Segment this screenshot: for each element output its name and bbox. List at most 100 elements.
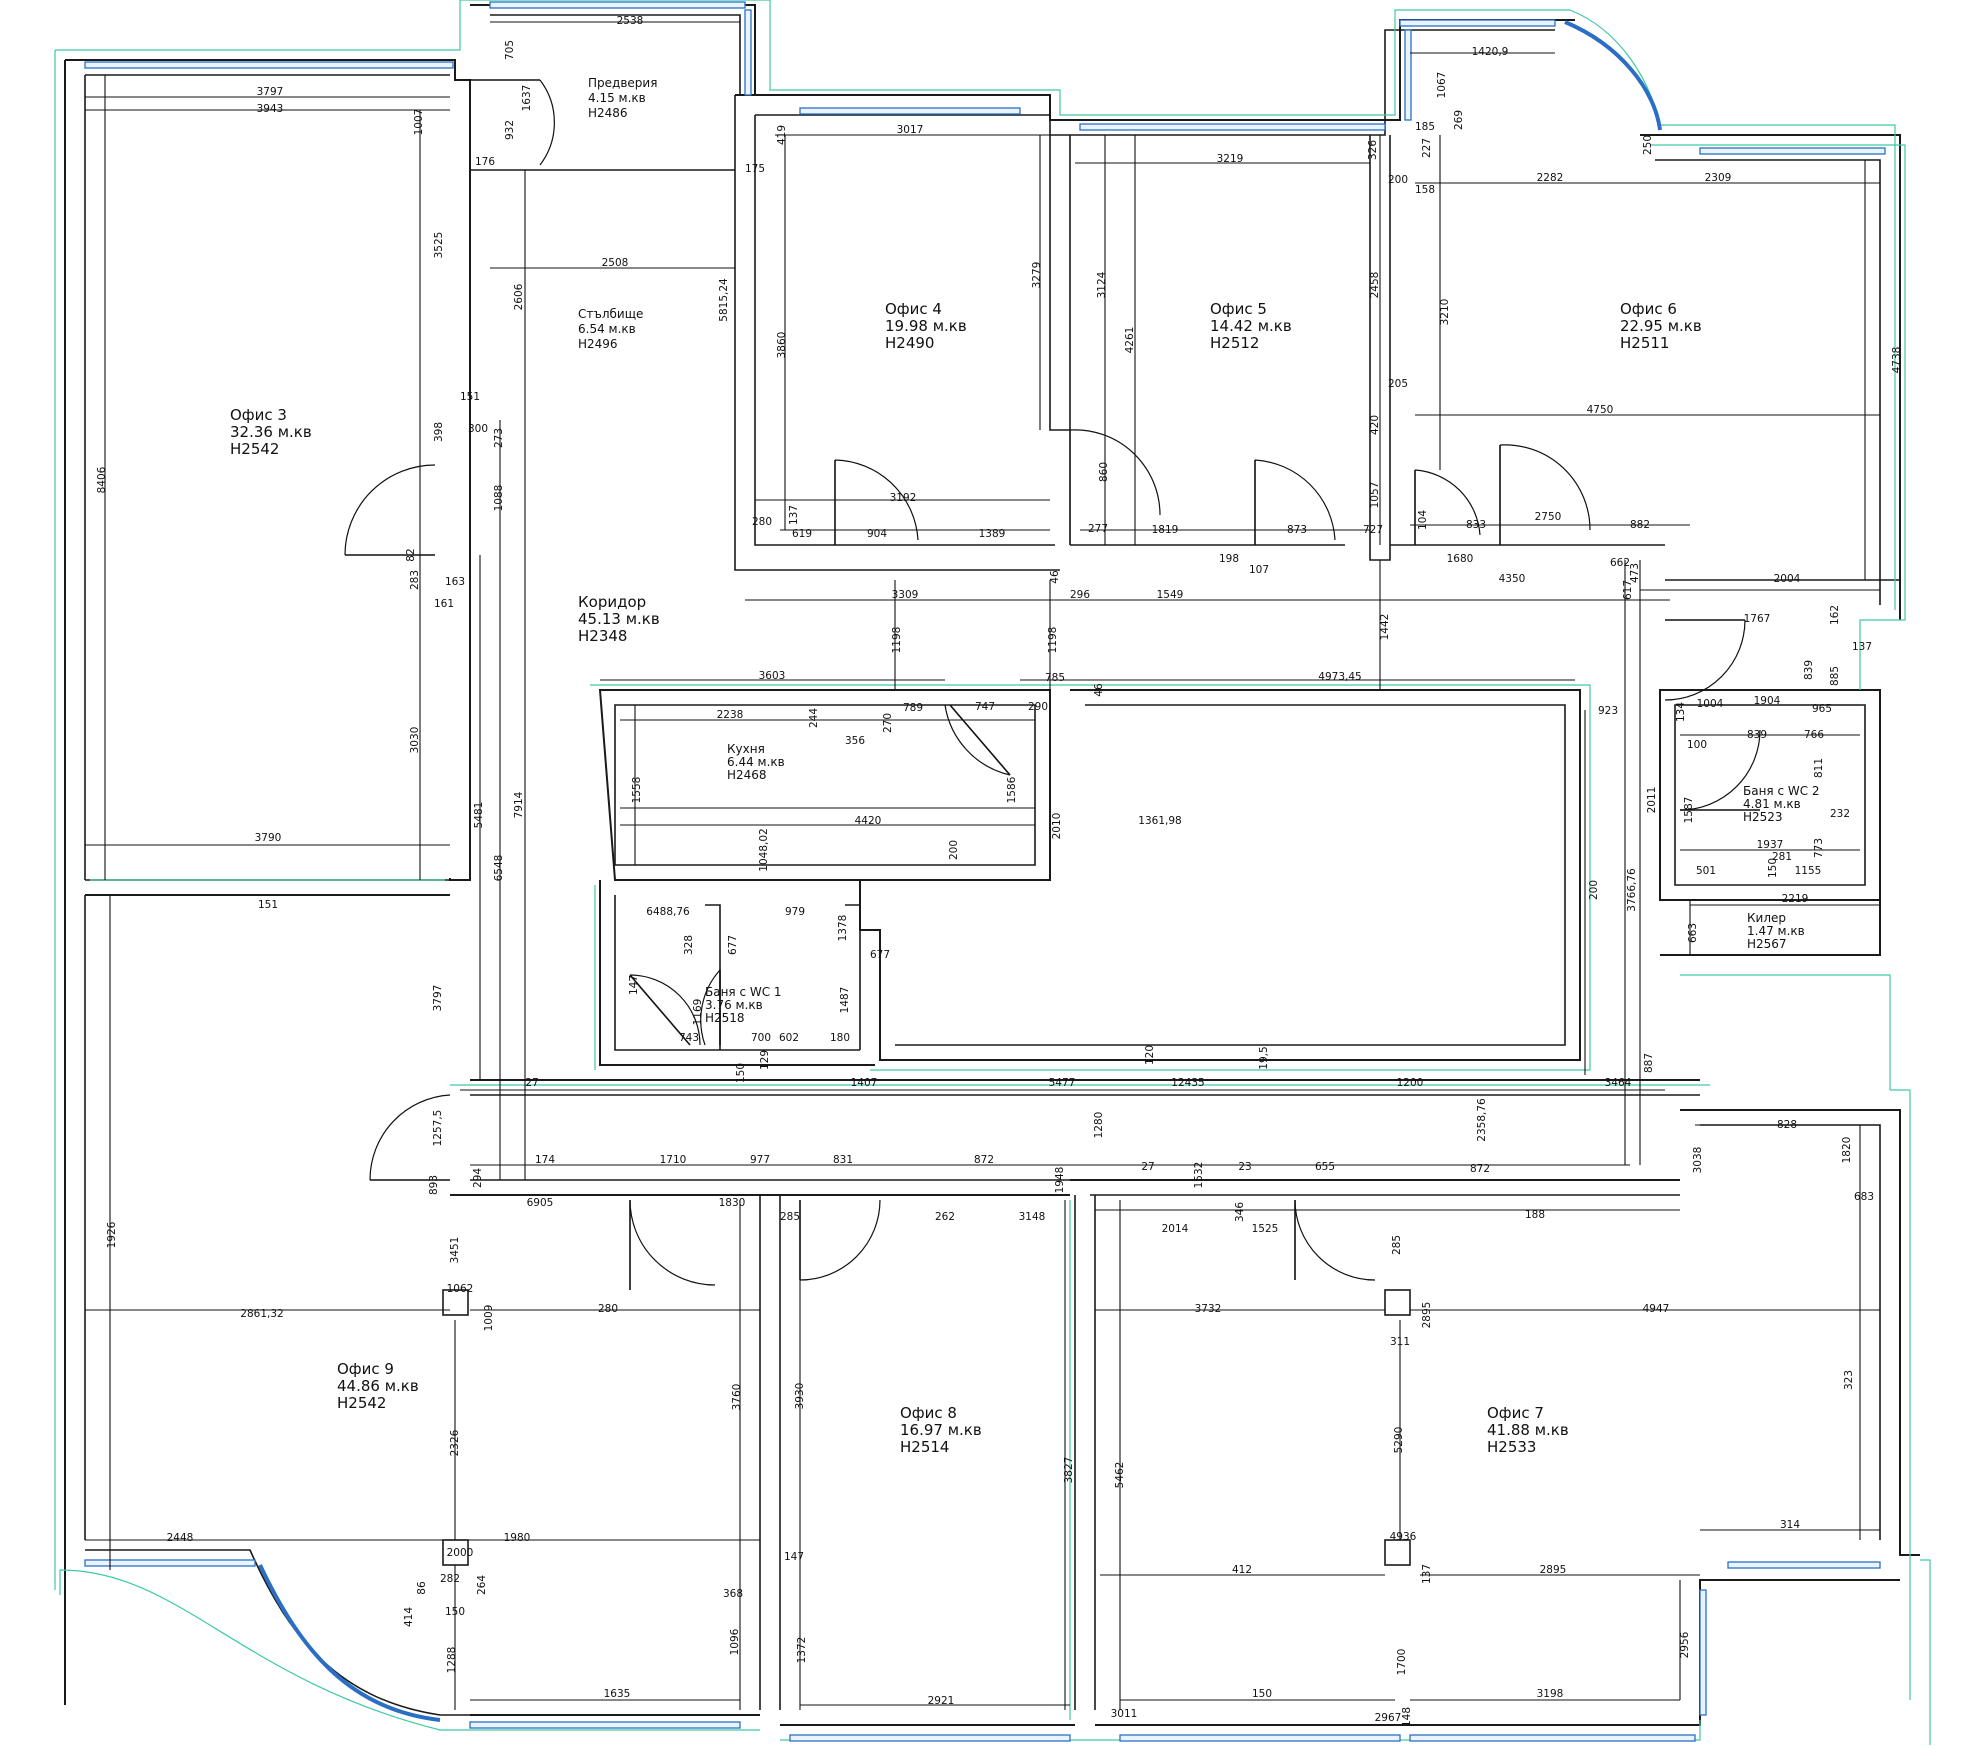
room-height: Н2533 (1487, 1438, 1536, 1456)
dimension-label: 2000 (447, 1547, 474, 1559)
dimension-label: 227 (1421, 138, 1433, 158)
room-area: 6.54 м.кв (578, 322, 636, 336)
dimension-label: 1587 (1683, 797, 1695, 824)
dimension-label: 727 (1363, 524, 1383, 536)
dimension-label: 8406 (96, 466, 108, 493)
room-stalbishte: Стълбище 6.54 м.кв Н2496 (578, 307, 643, 351)
room-name: Офис 6 (1620, 300, 1677, 318)
dimension-label: 419 (776, 125, 788, 145)
room-area: 41.88 м.кв (1487, 1421, 1569, 1439)
dimension-label: 1525 (1252, 1223, 1279, 1235)
dimension-label: 27 (525, 1077, 538, 1089)
dimension-label: 2538 (617, 15, 644, 27)
dimension-label: 831 (833, 1154, 853, 1166)
dimension-label: 747 (975, 701, 995, 713)
dimension-label: 420 (1369, 415, 1381, 435)
dimension-label: 1009 (483, 1305, 495, 1332)
dimension-label: 6488,76 (646, 906, 690, 918)
dimension-label: 965 (1812, 703, 1832, 715)
dimension-label: 833 (1466, 519, 1486, 531)
dimension-label: 283 (409, 570, 421, 590)
dimension-label: 5477 (1049, 1077, 1076, 1089)
dimension-label: 785 (1045, 672, 1065, 684)
dimension-label: 677 (727, 935, 739, 955)
dimension-label: 2282 (1537, 172, 1564, 184)
dimension-label: 3827 (1063, 1457, 1075, 1484)
room-name: Стълбище (578, 307, 643, 321)
room-name: Баня с WC 2 (1743, 784, 1820, 798)
dimension-label: 270 (882, 713, 894, 733)
dimension-label: 280 (598, 1303, 618, 1315)
dimension-label: 2238 (717, 709, 744, 721)
dimension-label: 1830 (719, 1197, 746, 1209)
dimension-label: 2921 (928, 1695, 955, 1707)
dimension-label: 158 (1415, 184, 1435, 196)
dimension-label: 1198 (891, 627, 903, 654)
dimension-label: 150 (1767, 858, 1779, 878)
finish-lines (54, 0, 1931, 1745)
dimension-label: 1487 (839, 987, 851, 1014)
dimension-label: 977 (750, 1154, 770, 1166)
dimension-label: 1169 (692, 999, 704, 1026)
dimension-label: 150 (1252, 1688, 1272, 1700)
dimension-label: 887 (1643, 1053, 1655, 1073)
dimension-label: 3760 (731, 1384, 743, 1411)
dimension-label: 1389 (979, 528, 1006, 540)
dimension-label: 5462 (1114, 1462, 1126, 1489)
room-height: Н2468 (727, 768, 767, 782)
dimension-label: 2326 (449, 1429, 461, 1456)
dimension-label: 5815,24 (718, 278, 730, 322)
room-height: Н2518 (705, 1011, 745, 1025)
dimension-label: 2750 (1535, 511, 1562, 523)
dimension-label: 244 (808, 708, 820, 728)
dimension-label: 979 (785, 906, 805, 918)
dimension-label: 1407 (851, 1077, 878, 1089)
dimension-label: 1586 (1006, 776, 1018, 803)
dimension-label: 356 (845, 735, 865, 747)
dimension-label: 3192 (890, 492, 917, 504)
dimension-label: 3219 (1217, 153, 1244, 165)
room-ofis-6: Офис 6 22.95 м.кв Н2511 (1620, 300, 1702, 352)
dimension-label: 3943 (257, 103, 284, 115)
room-name: Офис 8 (900, 1404, 957, 1422)
dimension-label: 1198 (1047, 627, 1059, 654)
dimension-label: 705 (504, 40, 516, 60)
dimension-label: 7914 (513, 791, 525, 818)
dimension-label: 2956 (1679, 1631, 1691, 1658)
dimension-label: 2895 (1421, 1302, 1433, 1329)
dimension-label: 323 (1843, 1370, 1855, 1390)
dimension-label: 2606 (513, 283, 525, 310)
dimension-label: 285 (780, 1211, 800, 1223)
dimension-label: 3766,76 (1626, 868, 1638, 912)
dimension-label: 3797 (432, 985, 444, 1012)
dimension-label: 281 (1772, 851, 1792, 863)
dimension-label: 282 (440, 1573, 460, 1585)
dimension-label: 1288 (446, 1647, 458, 1674)
dimension-label: 1067 (1436, 72, 1448, 99)
dimension-label: 27 (1141, 1161, 1154, 1173)
dimension-label: 232 (1830, 808, 1850, 820)
dimension-label: 148 (1401, 1707, 1413, 1727)
room-name: Баня с WC 1 (705, 985, 782, 999)
dimension-label: 1442 (1379, 614, 1391, 641)
room-labels: Предверия 4.15 м.кв Н2486 Стълбище 6.54 … (230, 76, 1820, 1456)
dimension-label: 1767 (1744, 613, 1771, 625)
room-area: 14.42 м.кв (1210, 317, 1292, 335)
dimension-label: 412 (1232, 1564, 1252, 1576)
dimension-label: 1948 (1054, 1167, 1066, 1194)
dimension-label: 1004 (1697, 698, 1724, 710)
dimension-label: 872 (1470, 1163, 1490, 1175)
dimension-label: 290 (1028, 701, 1048, 713)
room-ofis-9: Офис 9 44.86 м.кв Н2542 (337, 1360, 419, 1412)
dimension-label: 120 (1144, 1045, 1156, 1065)
room-height: Н2512 (1210, 334, 1259, 352)
dimension-label: 326 (1367, 140, 1379, 160)
dimension-label: 300 (468, 423, 488, 435)
room-kiler: Килер 1.47 м.кв Н2567 (1747, 911, 1805, 951)
dimension-label: 280 (752, 516, 772, 528)
dimension-label: 860 (1098, 462, 1110, 482)
dimension-label: 1257,5 (432, 1110, 444, 1147)
room-area: 16.97 м.кв (900, 1421, 982, 1439)
dimension-label: 617 (1622, 580, 1634, 600)
